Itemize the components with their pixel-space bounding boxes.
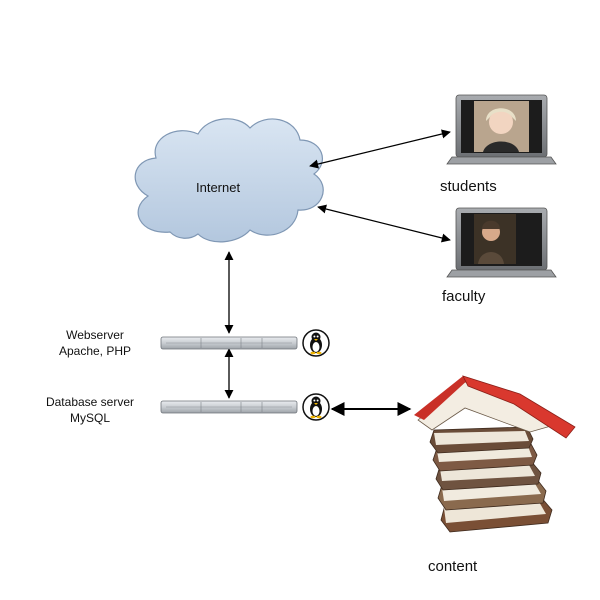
internet-cloud-icon xyxy=(134,118,324,243)
students-laptop-icon xyxy=(446,94,557,165)
database-label-line1: Database server xyxy=(45,395,135,409)
arrow-internet-faculty xyxy=(317,204,451,243)
connection-arrows xyxy=(224,129,451,416)
content-book-stack-icon xyxy=(414,375,576,533)
webserver-label-line2: Apache, PHP xyxy=(58,344,132,358)
faculty-laptop-icon xyxy=(446,207,557,278)
webserver-rack-server-icon xyxy=(160,336,298,350)
internet-label: Internet xyxy=(196,180,241,195)
database-rack-server-icon xyxy=(160,400,298,414)
students-label: students xyxy=(440,178,497,195)
database-label: Database server MySQL xyxy=(30,394,150,426)
webserver-linux-penguin-icon xyxy=(302,329,330,357)
faculty-label: faculty xyxy=(442,288,486,305)
content-label: content xyxy=(428,558,478,575)
webserver-label: Webserver Apache, PHP xyxy=(40,327,150,359)
arrow-internet-students xyxy=(309,129,451,169)
database-linux-penguin-icon xyxy=(302,393,330,421)
database-label-line2: MySQL xyxy=(69,411,110,425)
webserver-label-line1: Webserver xyxy=(66,328,124,342)
